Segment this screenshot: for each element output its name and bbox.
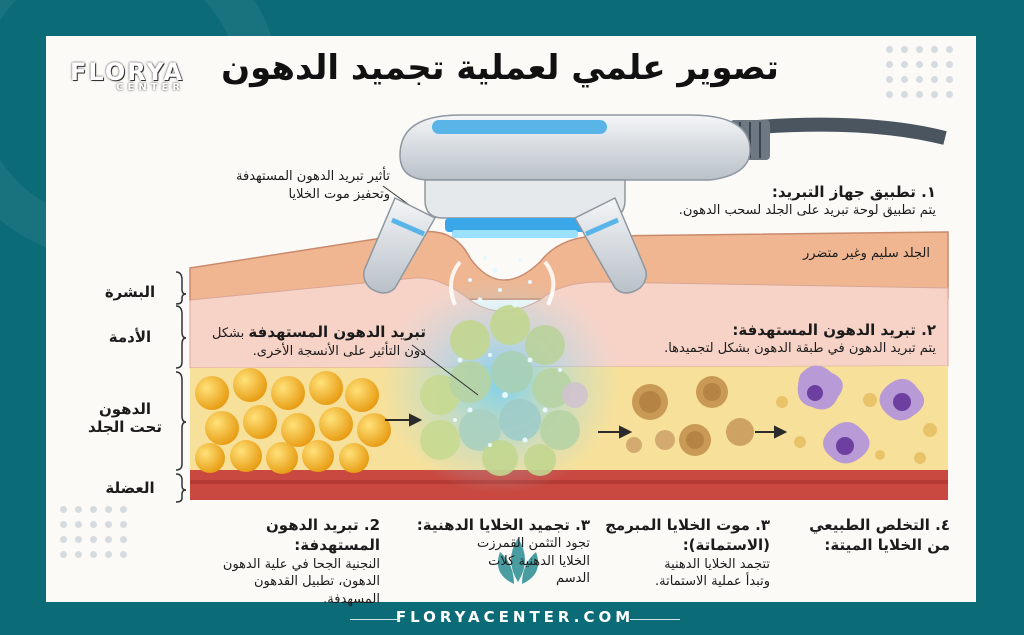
- process-arrows: [385, 413, 788, 439]
- cooling-device: [363, 114, 947, 294]
- bottom-step-2-line1: تجود التثمن القمرزت: [477, 536, 590, 552]
- frozen-fat-cluster: [380, 256, 620, 495]
- bottom-step-4-title: ٤. التخلص الطبيعي: [809, 516, 950, 534]
- label-fat-line2: تحت الجلد: [88, 418, 162, 436]
- bottom-step-4: ٤. التخلص الطبيعي من الخلايا الميتة:: [790, 515, 950, 556]
- layer-brackets: [175, 271, 187, 503]
- fat-cell: [230, 440, 262, 472]
- callout-step2-text: يتم تبريد الدهون في طبقة الدهون بشكل لتج…: [664, 341, 936, 357]
- brand-emblem: [497, 538, 539, 584]
- logo-name: FLORYA: [70, 58, 185, 86]
- fat-cell: [345, 378, 379, 412]
- callout-center-text: دون التأثير على الأنسجة الأخرى.: [252, 343, 426, 359]
- fat-cell: [319, 407, 353, 441]
- fat-cell: [266, 442, 298, 474]
- callout-step2: ٢. تبريد الدهون المستهدفة: يتم تبريد الد…: [606, 320, 936, 358]
- footer-url[interactable]: FLORYACENTER.COM: [395, 608, 635, 626]
- fat-cell: [309, 371, 343, 405]
- label-fat-line1: الدهون: [98, 400, 152, 418]
- callout-skin-text: الجلد سليم وغير متضرر: [802, 246, 930, 261]
- callout-center: تبريد الدهون المستهدفة بشكل دون التأثير …: [194, 322, 426, 360]
- fat-cell: [357, 413, 391, 447]
- bottom-step-1-title: 2. تبريد الدهون المستهدفة:: [265, 516, 380, 555]
- bottom-step-3-line2: وتبدأ عملية الاستماتة.: [654, 574, 770, 590]
- fat-cell: [302, 440, 334, 472]
- decor-dots-bottom-left: [60, 506, 127, 558]
- bottom-step-3-title2: (الاستماتة):: [682, 536, 770, 555]
- fat-cell: [339, 443, 369, 473]
- label-subcutaneous-fat: الدهون تحت الجلد: [80, 400, 170, 436]
- fat-cell: [233, 368, 267, 402]
- fat-cell: [271, 376, 305, 410]
- callout-center-title-tail: بشكل: [212, 326, 245, 341]
- brand-logo: FLORYA CENTER: [70, 58, 184, 93]
- label-dermis: الأدمة: [108, 328, 152, 346]
- muscle-layer: [190, 470, 948, 500]
- bottom-step-3-line1: تتجمد الخلايا الدهنية: [664, 556, 770, 572]
- footer-url-bar: FLORYACENTER.COM: [350, 608, 680, 632]
- callout-step1-title: ١. تطبيق جهاز التبريد:: [771, 183, 936, 201]
- callout-effect-line1: تأثير تبريد الدهون المستهدفة: [236, 169, 390, 184]
- bottom-step-2: ٣. تجميد الخلايا الدهنية: تجود التثمن ال…: [410, 515, 590, 588]
- bottom-step-1: 2. تبريد الدهون المستهدفة: النجنية الجحا…: [180, 515, 380, 608]
- page-title: تصوير علمي لعملية تجميد الدهون: [221, 48, 779, 88]
- callout-center-title: تبريد الدهون المستهدفة: [248, 323, 426, 341]
- callout-step1-text: يتم تطبيق لوحة تبريد على الجلد لسحب الده…: [678, 203, 936, 219]
- bottom-step-3-title: ٣. موت الخلايا المبرمج: [605, 516, 770, 534]
- bottom-step-1-line1: النجنية الجحا في علية الدهون: [222, 556, 380, 572]
- macrophage-cells: [776, 365, 937, 464]
- callout-effect-line2: وتحفيز موت الخلايا: [288, 186, 390, 202]
- muscle-stripe: [190, 480, 948, 484]
- bottom-step-2-line2: الخلايا الدهنية كلات: [488, 553, 590, 569]
- label-epidermis: البشرة: [104, 283, 156, 301]
- fat-cell: [205, 411, 239, 445]
- bottom-step-1-line2: الدهون، تطبيل القدهون: [253, 574, 380, 590]
- callout-step1: ١. تطبيق جهاز التبريد: يتم تطبيق لوحة تب…: [636, 182, 936, 220]
- fat-cell: [243, 405, 277, 439]
- bottom-step-1-line3: المسهدفة.: [323, 591, 380, 607]
- logo-subtitle: CENTER: [116, 82, 185, 93]
- footer-line-right: [630, 619, 680, 620]
- bottom-step-3: ٣. موت الخلايا المبرمج (الاستماتة): تتجم…: [598, 515, 770, 591]
- bottom-step-2-title: ٣. تجميد الخلايا الدهنية:: [416, 516, 590, 534]
- healthy-fat-cells: [195, 368, 391, 474]
- fat-cell: [195, 443, 225, 473]
- decor-dots-top-right: [886, 46, 953, 98]
- apoptotic-fat-cells: [626, 376, 754, 456]
- label-muscle: العضلة: [105, 479, 155, 497]
- fat-cell: [195, 376, 229, 410]
- callout-effect: تأثير تبريد الدهون المستهدفة وتحفيز موت …: [190, 168, 390, 203]
- bottom-step-2-line3: الدسم: [556, 571, 590, 587]
- footer-line-left: [350, 619, 400, 620]
- callout-step2-title: ٢. تبريد الدهون المستهدفة:: [732, 321, 936, 339]
- bottom-step-4-title2: من الخلايا الميتة:: [824, 536, 950, 555]
- callout-skin: الجلد سليم وغير متضرر: [690, 245, 930, 263]
- fat-cell: [281, 413, 315, 447]
